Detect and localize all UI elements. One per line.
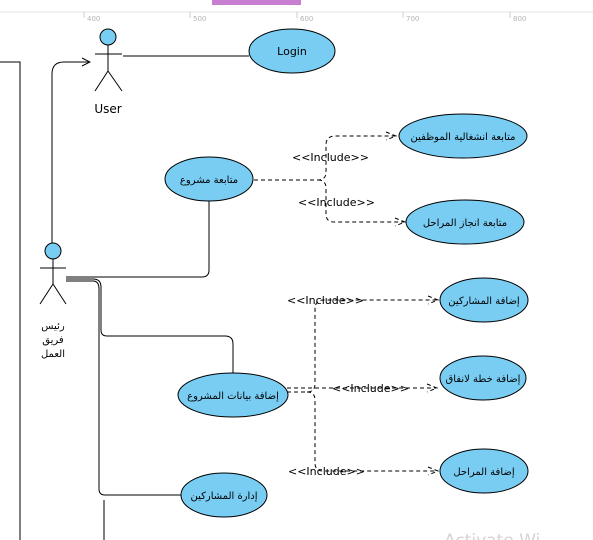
usecase-label: متابعة انجاز المراحل xyxy=(423,218,507,229)
ruler-tick-label: 400 xyxy=(87,15,100,23)
include-lines xyxy=(254,131,440,476)
usecase-login[interactable]: Login xyxy=(248,28,336,74)
include-arrow-stages xyxy=(394,217,407,227)
actor-label: User xyxy=(94,102,121,116)
include-label: <<Include>> xyxy=(332,382,409,395)
usecase-label: إضافة المراحل xyxy=(453,467,515,478)
usecase-add-stages[interactable]: إضافة المراحل xyxy=(439,448,529,494)
usecase-add-participants[interactable]: إضافة المشاركين xyxy=(439,277,529,323)
usecase-add-project-data[interactable]: إضافة بيانات المشروع xyxy=(177,372,289,418)
association-leader-branch xyxy=(66,278,234,381)
actor-label: العمل xyxy=(41,349,65,360)
generalization-line xyxy=(51,62,90,256)
include-line-stages xyxy=(317,179,404,223)
include-arrow-participants xyxy=(427,295,440,305)
include-labels: <<Include>> <<Include>> <<Include>> <<In… xyxy=(287,151,409,478)
association-lines xyxy=(0,55,249,540)
include-label: <<Include>> xyxy=(298,196,375,209)
usecase-manage-participants[interactable]: إدارة المشاركين xyxy=(180,472,268,518)
actor-head xyxy=(44,242,62,260)
actor-team-leader[interactable]: رئيس فريق العمل xyxy=(39,242,67,360)
include-line-employees xyxy=(254,135,395,181)
association-leader-follow-project xyxy=(66,194,210,278)
usecase-follow-stages[interactable]: متابعة انجاز المراحل xyxy=(405,199,525,245)
ruler-tick-label: 700 xyxy=(406,15,419,23)
ruler-tick-label: 800 xyxy=(513,15,526,23)
usecase-follow-project[interactable]: متابعة مشروع xyxy=(164,156,254,202)
include-arrow-plan xyxy=(426,383,439,393)
top-tab xyxy=(212,0,301,5)
ruler-tick-label: 500 xyxy=(193,15,206,23)
include-arrow-employees xyxy=(385,131,398,141)
include-label: <<Include>> xyxy=(288,465,365,478)
include-label: <<Include>> xyxy=(287,294,364,307)
include-line-participants xyxy=(287,299,437,393)
usecase-label: إضافة خطة لانفاق xyxy=(446,374,521,385)
actor-head xyxy=(99,28,117,46)
usecase-label: إدارة المشاركين xyxy=(190,491,257,502)
activation-watermark: Activate Wi xyxy=(444,531,540,540)
usecase-label: إضافة المشاركين xyxy=(448,296,520,307)
usecase-follow-employees[interactable]: متابعة انشغالية الموظفين xyxy=(398,113,528,159)
ruler: 400 500 600 700 800 xyxy=(0,0,593,23)
actor-label: فريق xyxy=(42,335,64,346)
usecase-add-plan[interactable]: إضافة خطة لانفاق xyxy=(439,355,527,401)
include-label: <<Include>> xyxy=(292,151,369,164)
usecase-label: متابعة مشروع xyxy=(180,175,238,186)
usecase-label: إضافة بيانات المشروع xyxy=(187,391,279,402)
usecase-label: متابعة انشغالية الموظفين xyxy=(411,132,516,143)
include-arrow-stages-add xyxy=(427,466,440,476)
association-leader-manage xyxy=(66,280,181,496)
usecase-label: Login xyxy=(277,45,307,58)
generalization-line-left xyxy=(0,61,21,540)
actor-label: رئيس xyxy=(41,321,65,332)
include-line-stages-add xyxy=(306,391,437,472)
actor-user[interactable]: User xyxy=(94,28,123,116)
ruler-tick-label: 600 xyxy=(300,15,313,23)
